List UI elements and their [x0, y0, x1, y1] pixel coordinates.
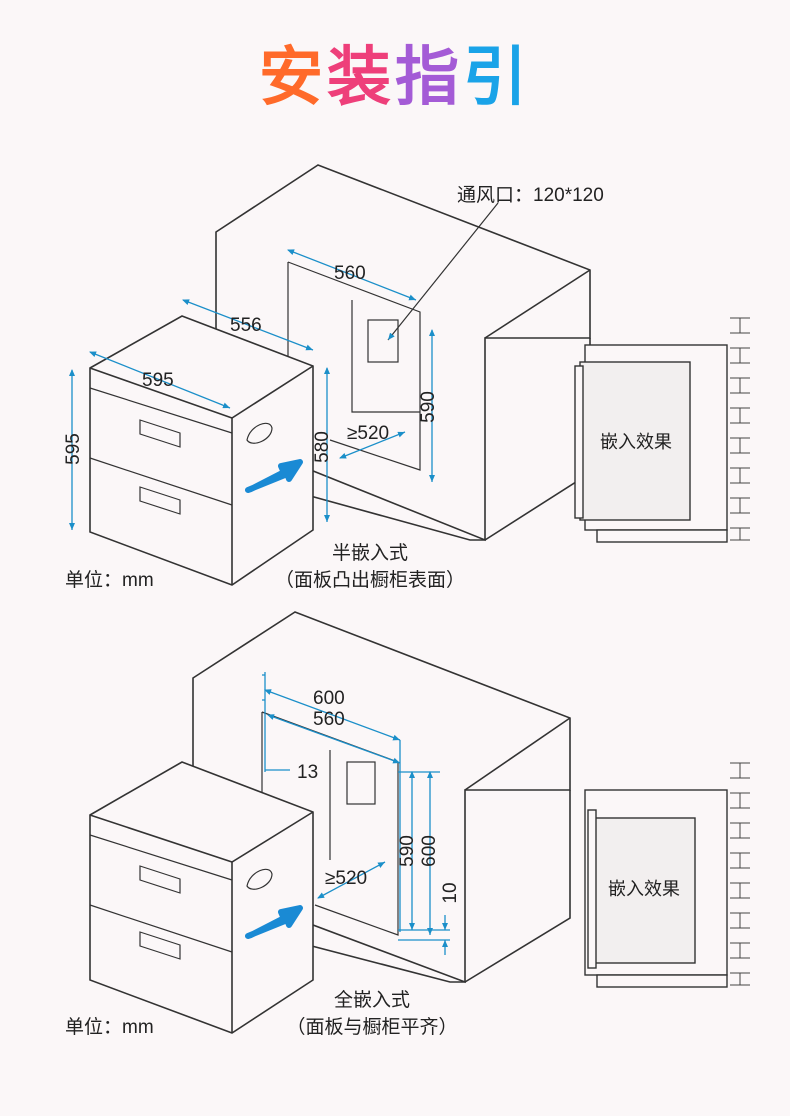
- effect-label: 嵌入效果: [608, 879, 680, 899]
- bottom-wall-tiles: [730, 762, 750, 986]
- dim-590-label: 590: [397, 835, 418, 867]
- top-wall-tiles: [730, 317, 750, 541]
- dim-556-label: 556: [230, 315, 262, 336]
- top-effect-illustration: [574, 344, 728, 543]
- title-char: 指: [395, 41, 463, 115]
- insert-arrow-icon: [245, 459, 303, 493]
- bottom-effect-illustration: [584, 789, 728, 988]
- mode-label: 半嵌入式: [331, 543, 408, 564]
- dim-560-label: 560: [334, 263, 366, 284]
- dim-560-label: 560: [313, 709, 345, 730]
- mode-label: 全嵌入式: [333, 990, 410, 1011]
- dim-600-width-label: 600: [313, 688, 345, 709]
- unit-label: 单位：mm: [65, 1017, 154, 1038]
- dim-595-height-label: 595: [63, 433, 84, 465]
- page-title: 安装指引: [0, 38, 790, 118]
- dim-520-label: ≥520: [347, 423, 390, 444]
- dim-595-width-label: 595: [142, 370, 174, 391]
- title-char: 装: [327, 41, 395, 115]
- dim-13-label: 13: [297, 762, 319, 783]
- title-char: 安: [259, 41, 327, 115]
- dim-10-label: 10: [440, 882, 461, 904]
- dim-580-label: 580: [312, 431, 333, 463]
- bottom-appliance: [89, 761, 314, 1034]
- unit-label: 单位：mm: [65, 570, 154, 591]
- dim-600-height-label: 600: [419, 835, 440, 867]
- bottom-dimensions: [262, 672, 450, 955]
- top-dimensions: [69, 249, 435, 530]
- effect-label: 嵌入效果: [600, 432, 672, 452]
- insert-arrow-icon: [245, 905, 303, 939]
- vent-label: 通风口：120*120: [457, 185, 604, 206]
- dim-590-label: 590: [418, 391, 439, 423]
- title-char: 引: [463, 41, 531, 115]
- mode-note: （面板凸出橱柜表面）: [274, 570, 465, 591]
- dim-520-label: ≥520: [325, 868, 368, 889]
- mode-note: （面板与橱柜平齐）: [286, 1017, 458, 1038]
